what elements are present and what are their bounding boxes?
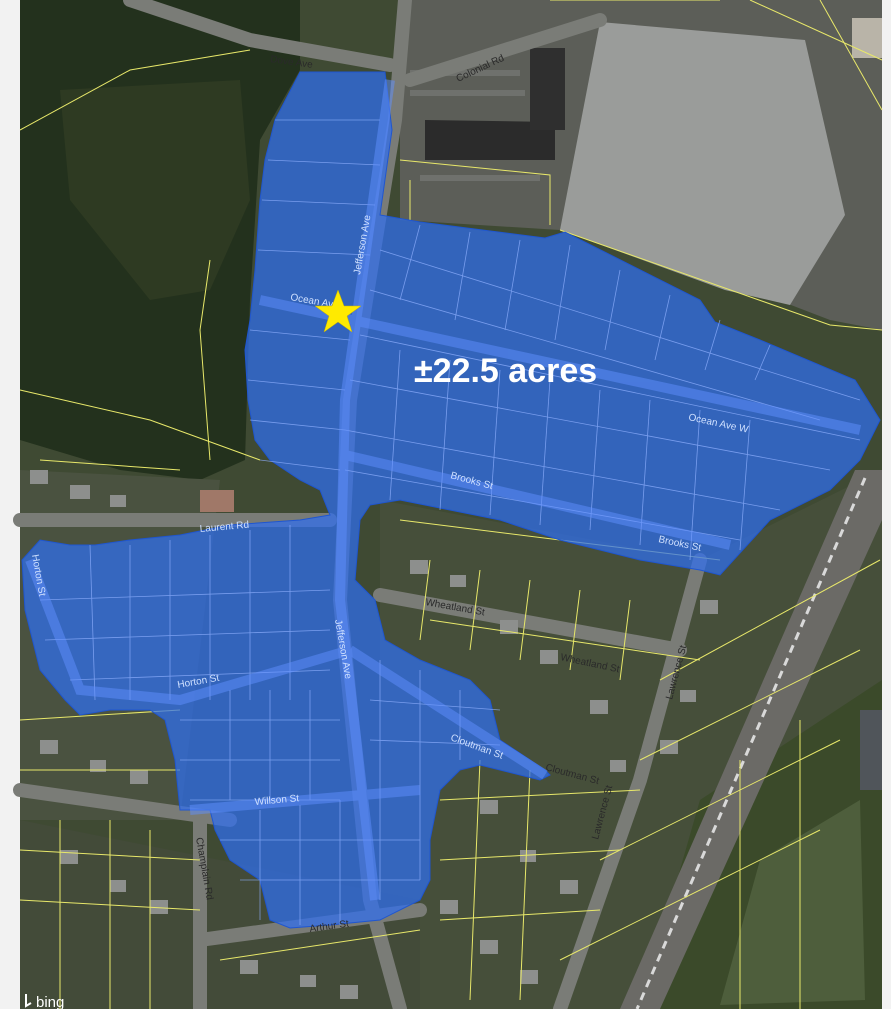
star-icon[interactable] [314,289,362,333]
warehouse-roof [560,22,845,305]
street-label: Arthur St [309,919,350,935]
area-label: ±22.5 acres [414,352,597,390]
parcel-lines [19,0,883,1009]
highlighted-area[interactable] [21,71,881,929]
street-label: Laurent Rd [199,520,249,535]
street-outlines [25,79,862,901]
bing-attribution: bing [36,994,64,1009]
bing-logo: bing [25,994,64,1009]
street-label: Willson St [254,793,299,808]
